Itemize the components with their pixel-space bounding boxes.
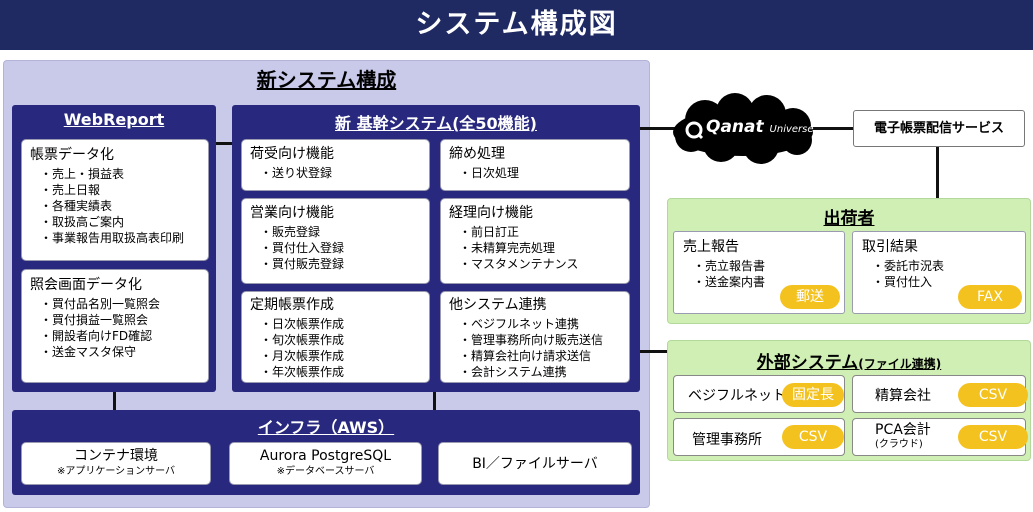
card-item: 送金マスタ保守 (40, 344, 208, 360)
card-title: 他システム連携 (449, 297, 547, 313)
external-label: 管理事務所 (692, 432, 762, 448)
infra-note: ※データベースサーバ (276, 466, 375, 477)
card-title: 締め処理 (449, 146, 505, 162)
connector-webreport-infra (113, 392, 116, 410)
external-label: ベジフルネット (688, 388, 786, 404)
card-title: 定期帳票作成 (250, 297, 334, 313)
card-item: 委託市況表 (872, 258, 1025, 274)
card-title: 帳票データ化 (30, 147, 114, 163)
core-system-title: 新 基幹システム(全50機能) (335, 114, 537, 133)
card-item: 売上日報 (40, 182, 208, 198)
card-item: 買付販売登録 (260, 256, 429, 272)
mail-badge: 郵送 (780, 285, 840, 309)
connector-cloud-eservice (810, 127, 856, 130)
infra-label: コンテナ環境 (74, 448, 158, 464)
cloud-brand-name: Qanat (706, 117, 764, 137)
webreport-title: WebReport (63, 110, 165, 129)
fax-badge: FAX (958, 285, 1022, 309)
qanat-cloud-icon (673, 93, 813, 164)
card-title: 取引結果 (862, 239, 918, 255)
card-item: 各種実績表 (40, 198, 208, 214)
card-item: 日次処理 (459, 165, 629, 181)
card-item: 売立報告書 (693, 258, 844, 274)
card-item: 前日訂正 (459, 224, 629, 240)
card-item: 年次帳票作成 (260, 364, 429, 380)
card-item: 取扱高ご案内 (40, 214, 208, 230)
cloud-brand: Qanat Universe (706, 117, 814, 137)
card-item: 送り状登録 (260, 165, 429, 181)
webreport-card-1: 帳票データ化 売上・損益表 売上日報 各種実績表 取扱高ご案内 事業報告用取扱高… (21, 139, 209, 261)
card-title: 経理向け機能 (449, 205, 533, 221)
new-system-title: 新システム構成 (256, 68, 397, 92)
infra-label: BI／ファイルサーバ (472, 456, 598, 472)
card-item: 未精算完売処理 (459, 240, 629, 256)
shipper-title: 出荷者 (823, 209, 875, 229)
card-item: 買付仕入登録 (260, 240, 429, 256)
infra-card-bi: BI／ファイルサーバ (438, 442, 632, 485)
core-card-3: 営業向け機能 販売登録 買付仕入登録 買付販売登録 (241, 198, 430, 284)
connector-core-cloud (640, 127, 684, 130)
card-item: 送金案内書 (693, 274, 844, 290)
card-item: 売上・損益表 (40, 166, 208, 182)
connector-core-external (640, 350, 668, 353)
external-label: 精算会社 (875, 388, 931, 404)
external-title-suffix: (ファイル連携) (858, 357, 942, 371)
csv-badge: CSV (958, 383, 1028, 407)
e-service-box: 電子帳票配信サービス (853, 110, 1025, 147)
external-sub: (クラウド) (875, 439, 923, 450)
cloud-brand-sub: Universe (769, 124, 814, 135)
card-title: 荷受向け機能 (250, 146, 334, 162)
card-item: マスタメンテナンス (459, 256, 629, 272)
card-item: 販売登録 (260, 224, 429, 240)
card-item: 精算会社向け請求送信 (459, 348, 629, 364)
card-item: 買付品名別一覧照会 (40, 296, 208, 312)
core-card-2: 締め処理 日次処理 (440, 139, 630, 191)
connector-core-infra (433, 392, 436, 410)
card-title: 売上報告 (683, 239, 739, 255)
connector-webreport-core (216, 142, 232, 145)
csv-badge: CSV (782, 425, 844, 449)
core-card-4: 経理向け機能 前日訂正 未精算完売処理 マスタメンテナンス (440, 198, 630, 284)
card-item: 買付損益一覧照会 (40, 312, 208, 328)
core-card-5: 定期帳票作成 日次帳票作成 旬次帳票作成 月次帳票作成 年次帳票作成 (241, 291, 430, 383)
card-title: 照会画面データ化 (30, 277, 142, 293)
infra-card-container: コンテナ環境 ※アプリケーションサーバ (21, 442, 211, 485)
csv-badge: CSV (958, 425, 1028, 449)
infra-note: ※アプリケーションサーバ (56, 466, 176, 477)
fixed-length-badge: 固定長 (782, 383, 844, 407)
card-item: 会計システム連携 (459, 364, 629, 380)
card-item: 管理事務所向け販売送信 (459, 332, 629, 348)
core-card-1: 荷受向け機能 送り状登録 (241, 139, 430, 191)
external-title: 外部システム(ファイル連携) (667, 348, 1031, 373)
card-item: 開設者向けFD確認 (40, 328, 208, 344)
card-item: 日次帳票作成 (260, 316, 429, 332)
external-title-main: 外部システム (756, 353, 859, 373)
connector-eservice-shipper (936, 147, 939, 199)
card-title: 営業向け機能 (250, 205, 334, 221)
page-title: システム構成図 (0, 0, 1033, 50)
infra-label: Aurora PostgreSQL (259, 448, 392, 464)
infra-title: インフラ（AWS） (257, 418, 395, 437)
core-card-6: 他システム連携 ベジフルネット連携 管理事務所向け販売送信 精算会社向け請求送信… (440, 291, 630, 383)
e-service-label: 電子帳票配信サービス (873, 121, 1004, 136)
card-item: 月次帳票作成 (260, 348, 429, 364)
external-label: PCA会計 (875, 422, 931, 438)
card-item: 買付仕入 (872, 274, 1025, 290)
card-item: ベジフルネット連携 (459, 316, 629, 332)
card-item: 事業報告用取扱高表印刷 (40, 230, 208, 246)
card-item: 旬次帳票作成 (260, 332, 429, 348)
infra-card-database: Aurora PostgreSQL ※データベースサーバ (229, 442, 422, 485)
webreport-card-2: 照会画面データ化 買付品名別一覧照会 買付損益一覧照会 開設者向けFD確認 送金… (21, 269, 209, 383)
